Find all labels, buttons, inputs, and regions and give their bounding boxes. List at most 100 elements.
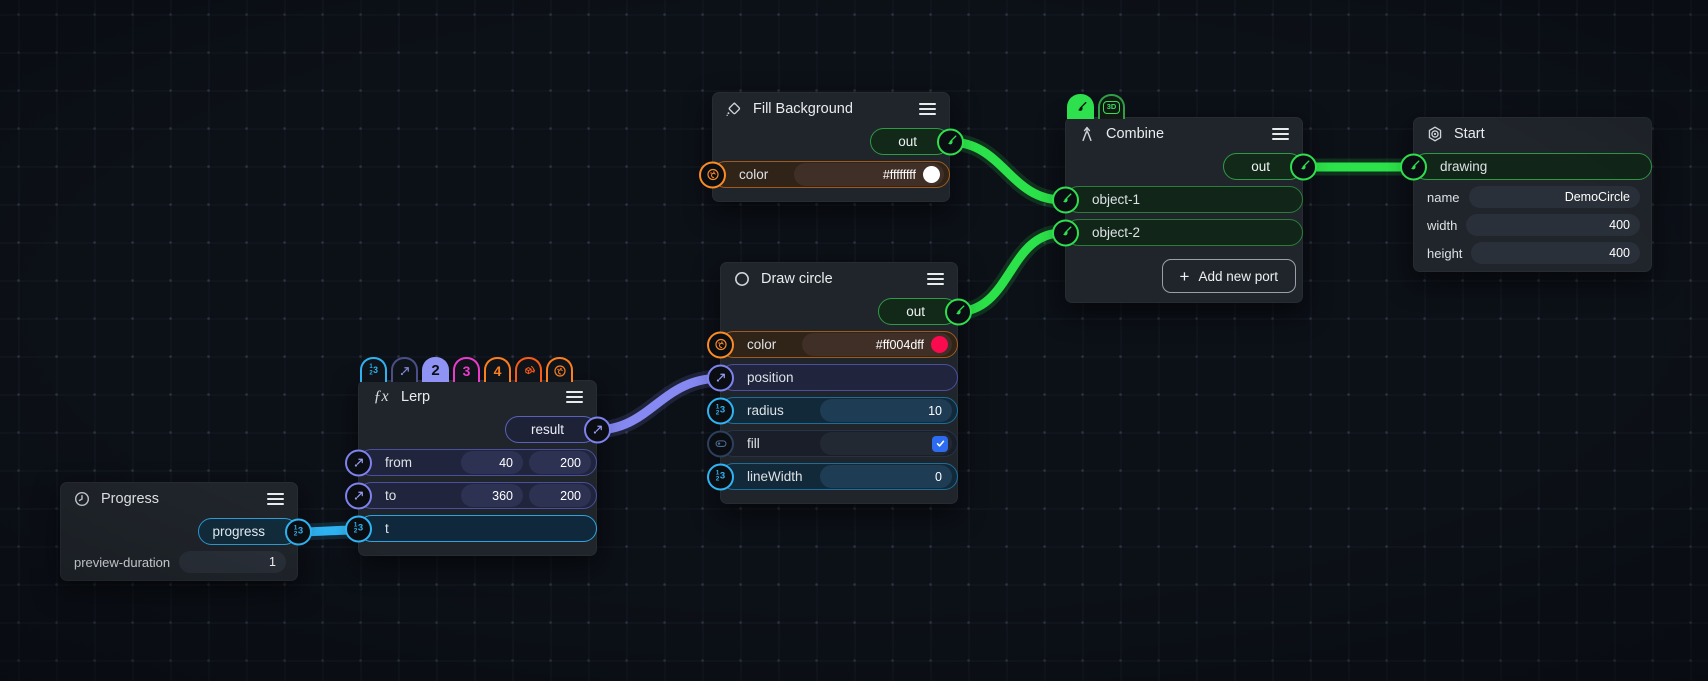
input-row-to: to 360 200 <box>345 482 597 509</box>
node-header: Draw circle <box>720 262 958 296</box>
to-x-value-field[interactable]: 360 <box>461 484 523 507</box>
brush-icon <box>1059 226 1073 240</box>
output-pill-progress[interactable]: progress <box>198 518 298 545</box>
tab-vec2-type-selected[interactable]: 2 <box>422 357 449 382</box>
color-value-field[interactable]: #ff004dff <box>802 333 952 356</box>
name-value-field[interactable]: DemoCircle <box>1468 186 1640 208</box>
hamburger-menu-icon[interactable] <box>926 269 945 290</box>
brush-icon <box>1059 193 1073 207</box>
fill-checkbox-checked[interactable] <box>932 435 948 452</box>
input-row-from: from 40 200 <box>345 449 597 476</box>
height-value-field[interactable]: 400 <box>1471 242 1640 264</box>
cube-rotate-icon <box>522 364 536 378</box>
toggle-icon <box>714 437 728 451</box>
port-out-drawing-icon[interactable] <box>937 128 964 155</box>
port-out[interactable] <box>945 298 972 325</box>
input-label: t <box>385 521 389 536</box>
tab-vector-type[interactable] <box>391 357 418 382</box>
preview-duration-value-field[interactable]: 1 <box>179 551 286 573</box>
wire-fillbackground-out-to-combine-object1[interactable] <box>945 137 1067 205</box>
input-label: from <box>385 455 412 470</box>
output-pill-out[interactable]: out <box>878 298 958 325</box>
node-title: Lerp <box>401 389 431 405</box>
port-fill[interactable] <box>707 430 734 457</box>
port-object-2[interactable] <box>1052 219 1079 246</box>
vector-arrow-icon <box>352 489 366 503</box>
wire-lerp-result-to-drawcircle-position[interactable] <box>590 373 727 435</box>
node-header: ƒx Lerp <box>358 380 597 414</box>
node-fill-background[interactable]: Fill Background out color #ffffffff <box>699 92 964 202</box>
hamburger-menu-icon[interactable] <box>565 387 584 408</box>
hexagon-target-icon <box>1426 125 1444 143</box>
from-x-value-field[interactable]: 40 <box>461 451 523 474</box>
output-row-out: out <box>712 128 964 155</box>
input-row-position[interactable]: position <box>707 364 958 391</box>
input-label: position <box>747 370 794 385</box>
node-combine[interactable]: 3D Combine out object-1 object-2 + Add n… <box>1052 94 1317 303</box>
width-value-field[interactable]: 400 <box>1466 214 1640 236</box>
color-swatch[interactable] <box>923 166 940 183</box>
node-start[interactable]: Start drawing name DemoCircle width 400 … <box>1400 117 1652 272</box>
tab-vec3-type[interactable]: 3 <box>453 357 480 382</box>
color-hex-value: #ffffffff <box>882 167 916 182</box>
node-header: Fill Background <box>712 92 950 126</box>
to-y-value-field[interactable]: 200 <box>529 484 591 507</box>
hamburger-menu-icon[interactable] <box>918 99 937 120</box>
field-row-height: height 400 <box>1427 242 1640 264</box>
color-value-field[interactable]: #ffffffff <box>794 163 944 186</box>
port-position[interactable] <box>707 364 734 391</box>
port-object-1[interactable] <box>1052 186 1079 213</box>
port-from[interactable] <box>345 449 372 476</box>
color-hex-value: #ff004dff <box>875 337 924 352</box>
input-row-fill: fill <box>707 430 958 457</box>
input-row-object-1[interactable]: object-1 <box>1052 186 1303 213</box>
tab-drawing-type[interactable] <box>1067 94 1094 119</box>
input-label: lineWidth <box>747 469 803 484</box>
clock-icon <box>73 490 91 508</box>
port-drawing[interactable] <box>1400 153 1427 180</box>
brush-icon <box>952 305 966 319</box>
linewidth-value-field[interactable]: 0 <box>820 465 952 488</box>
node-header: Progress <box>60 482 298 516</box>
palette-icon <box>706 168 720 182</box>
output-pill-out[interactable]: out <box>1223 153 1303 180</box>
port-result[interactable] <box>584 416 611 443</box>
port-color[interactable] <box>707 331 734 358</box>
color-swatch[interactable] <box>931 336 948 353</box>
tab-vec4-type[interactable]: 4 <box>484 357 511 382</box>
port-out[interactable] <box>1290 153 1317 180</box>
hamburger-menu-icon[interactable] <box>1271 124 1290 145</box>
output-pill-result[interactable]: result <box>505 416 597 443</box>
output-pill-out[interactable]: out <box>870 128 950 155</box>
input-row-drawing[interactable]: drawing <box>1400 153 1652 180</box>
radius-value-field[interactable]: 10 <box>820 399 952 422</box>
tab-3d-type[interactable]: 3D <box>1098 94 1125 119</box>
add-new-port-button[interactable]: + Add new port <box>1161 259 1296 293</box>
port-color[interactable] <box>699 161 726 188</box>
port-to[interactable] <box>345 482 372 509</box>
brush-icon <box>1407 160 1421 174</box>
wire-drawcircle-out-to-combine-object2[interactable] <box>951 228 1067 317</box>
hamburger-menu-icon[interactable] <box>266 489 285 510</box>
tab-rotation3d-type[interactable] <box>515 357 542 382</box>
palette-icon <box>714 338 728 352</box>
node-title: Start <box>1454 126 1485 142</box>
output-row-out: out <box>720 298 972 325</box>
from-y-value-field[interactable]: 200 <box>529 451 591 474</box>
input-row-object-2[interactable]: object-2 <box>1052 219 1303 246</box>
vector-arrow-icon <box>352 456 366 470</box>
node-draw-circle[interactable]: Draw circle out color #ff004dff position… <box>707 262 972 504</box>
tab-color-type[interactable] <box>546 357 573 382</box>
